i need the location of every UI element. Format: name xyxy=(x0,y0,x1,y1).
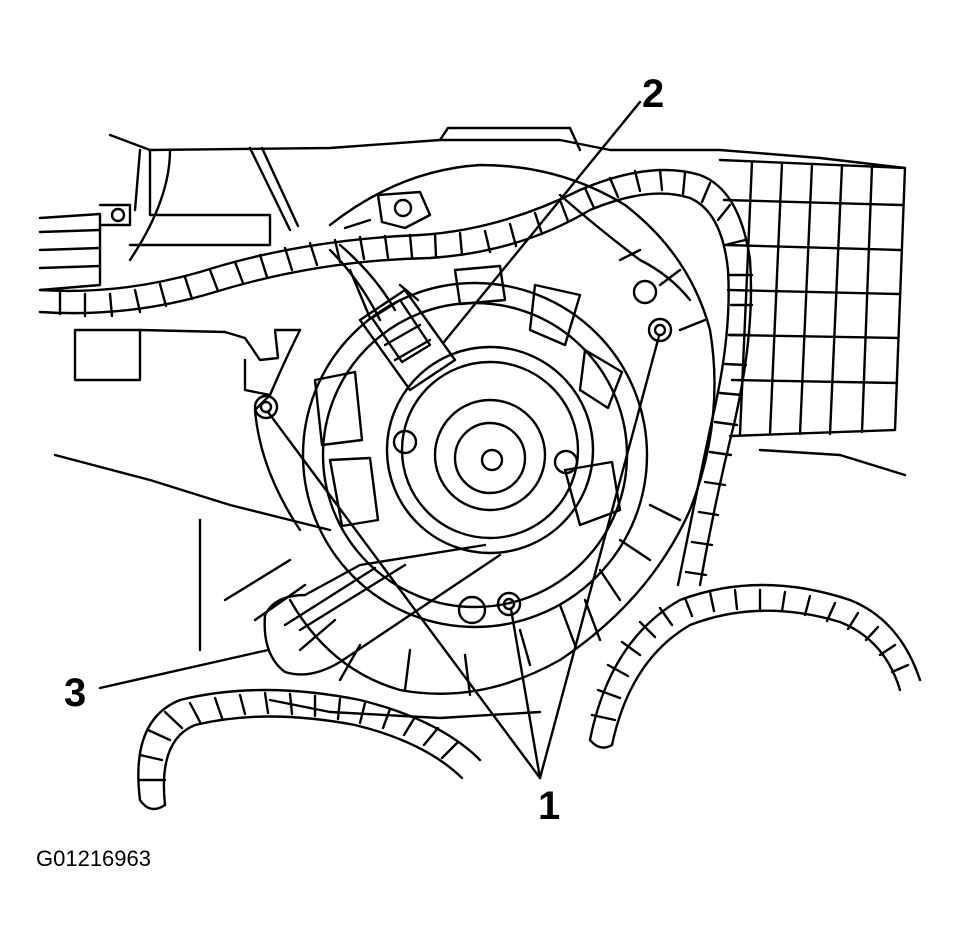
motor-connector xyxy=(350,270,455,390)
leader-3 xyxy=(100,650,268,688)
hvac-housing xyxy=(40,128,905,718)
callout-2: 2 xyxy=(642,72,665,116)
wiring-harness xyxy=(40,148,920,809)
leader-1b xyxy=(540,336,659,778)
screw-3 xyxy=(498,593,520,615)
figure-id: G01216963 xyxy=(36,846,151,871)
leader-2 xyxy=(444,102,640,342)
leader-1c xyxy=(511,609,540,778)
leader-lines xyxy=(100,102,659,778)
callout-3: 3 xyxy=(64,671,87,715)
screw-2 xyxy=(649,319,671,341)
cooling-tube xyxy=(265,545,500,674)
leader-1a xyxy=(268,412,540,778)
blower-motor xyxy=(350,270,593,553)
screw-1 xyxy=(255,396,277,418)
air-grille xyxy=(720,160,905,436)
callout-1: 1 xyxy=(538,784,561,828)
